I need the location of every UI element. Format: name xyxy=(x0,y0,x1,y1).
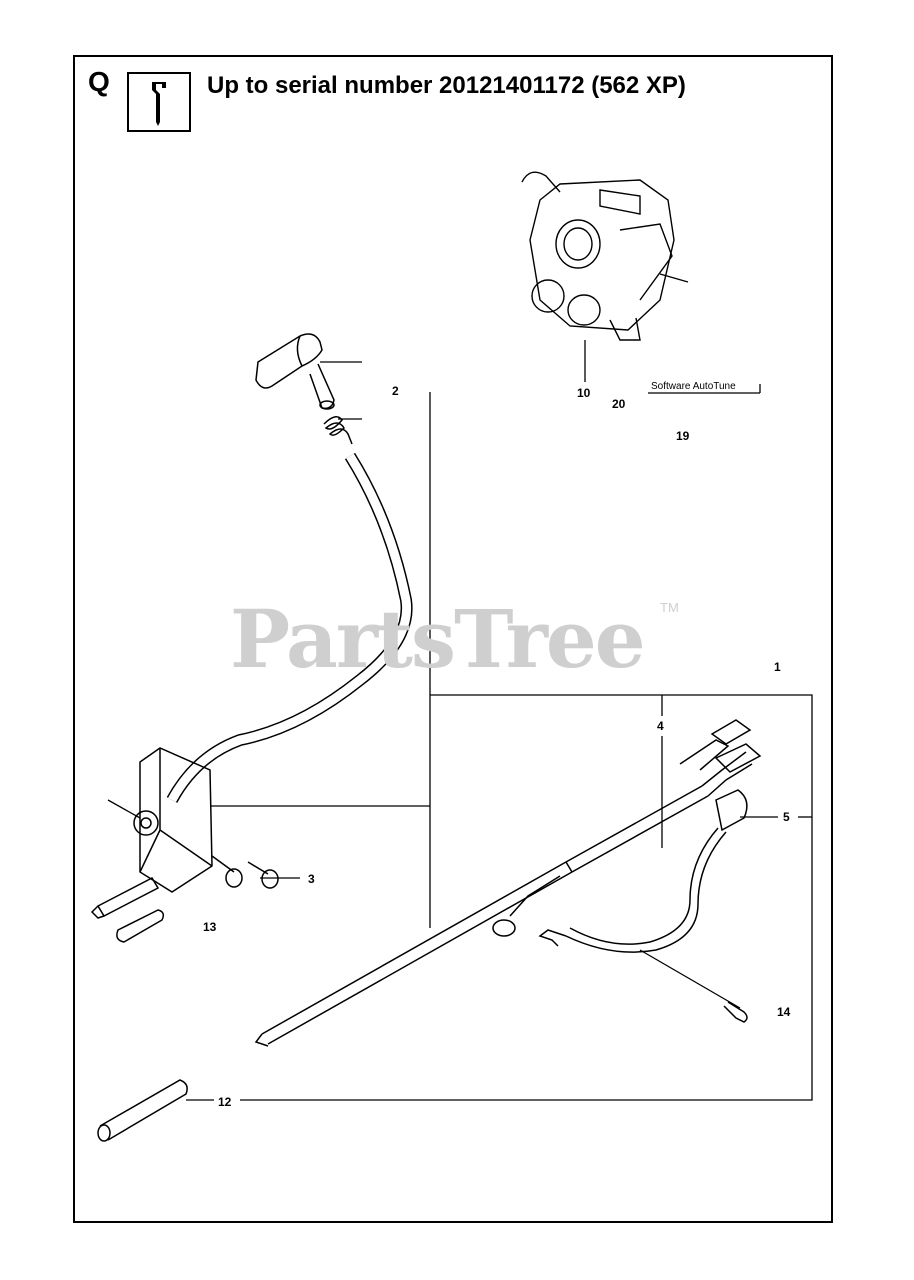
callout-1: 1 xyxy=(774,660,781,674)
callout-19: 19 xyxy=(676,429,690,443)
spark-plug-cap xyxy=(255,333,335,410)
spring xyxy=(323,416,353,445)
wrench-icon xyxy=(127,72,191,132)
callout-2: 2 xyxy=(392,384,399,398)
callout-10: 10 xyxy=(577,386,591,400)
page-title: Up to serial number 20121401172 (562 XP) xyxy=(207,72,686,99)
sleeve-13 xyxy=(116,909,165,943)
section-letter: Q xyxy=(88,66,110,97)
wiring-harness xyxy=(254,719,762,1047)
callout-14: 14 xyxy=(777,1005,791,1019)
bracket-assembly-box xyxy=(240,694,813,1101)
callout-13: 13 xyxy=(203,920,217,934)
callout-5: 5 xyxy=(783,810,790,824)
watermark: PartsTree xyxy=(230,592,646,686)
tube-12 xyxy=(97,1079,188,1142)
carburetor xyxy=(521,171,689,341)
trademark-symbol: TM xyxy=(660,600,679,615)
callout-20: 20 xyxy=(612,397,626,411)
callout-3: 3 xyxy=(308,872,315,886)
leader-13 xyxy=(107,799,141,819)
screws xyxy=(211,855,279,889)
ignition-module xyxy=(90,747,213,919)
screw-14 xyxy=(723,1001,748,1023)
callout-12: 12 xyxy=(218,1095,232,1109)
diagram-frame xyxy=(73,55,833,1223)
ground-wire xyxy=(538,789,748,953)
software-label: Software AutoTune xyxy=(651,381,736,392)
leader-14 xyxy=(639,949,741,1009)
callout-4: 4 xyxy=(657,719,664,733)
